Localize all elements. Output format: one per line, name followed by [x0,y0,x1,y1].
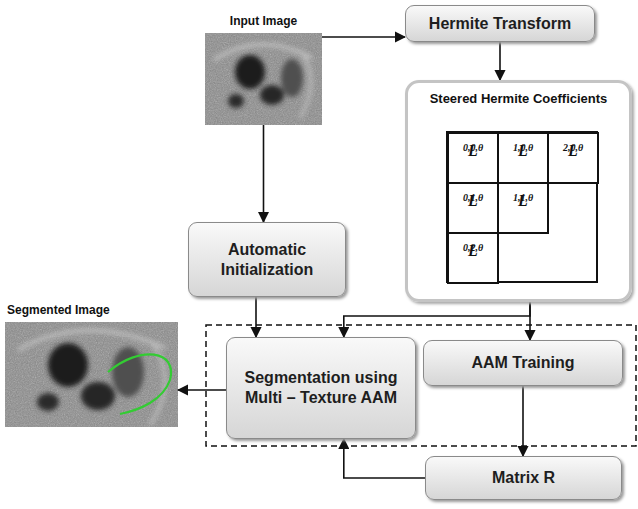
coefficient-subscript: 1,1,θ [499,192,547,203]
coefficient-subscript: 0,1,θ [449,192,497,203]
box-label: Automatic Initialization [195,240,339,280]
flow-arrow [178,389,226,391]
flow-arrow [499,42,501,80]
process-box: AAM Training [423,340,623,386]
coefficient-cell: L0,1,θ [447,182,499,234]
image-heading: Input Image [230,14,297,28]
process-box: Matrix R [425,456,622,500]
coefficient-cell: L1,1,θ [497,182,549,234]
process-box: Segmentation using Multi – Texture AAM [226,337,416,439]
box-label: Segmentation using Multi – Texture AAM [233,368,409,408]
coefficient-panel: Steered Hermite CoefficientsL0,0,θL1,0,θ… [405,80,632,302]
coefficient-subscript: 1,0,θ [499,142,547,153]
box-label: AAM Training [471,353,574,373]
flow-arrow [322,36,405,38]
dashed-region [206,325,636,446]
flow-arrow [344,439,425,478]
coefficient-cell: L0,2,θ [447,232,499,284]
coefficient-cell: L0,0,θ [447,132,499,184]
flow-arrow [344,302,530,337]
panel-title: Steered Hermite Coefficients [408,91,629,106]
segmented-ultrasound-image [5,322,178,427]
coefficient-subscript: 0,0,θ [449,142,497,153]
segmentation-contour [108,354,171,414]
box-label: Hermite Transform [429,14,571,34]
ultrasound-image [205,33,322,125]
coefficient-cell: L2,0,θ [547,132,599,184]
coefficient-cell: L1,0,θ [497,132,549,184]
process-box: Hermite Transform [405,5,595,42]
box-label: Matrix R [492,468,555,488]
input-image: Input Image [205,33,322,125]
process-box: Automatic Initialization [188,222,346,297]
flow-arrow [522,386,524,456]
flow-arrow [255,297,257,337]
flow-arrow [263,125,265,222]
coefficient-subscript: 2,0,θ [549,142,597,153]
image-heading: Segmented Image [7,303,110,317]
coefficient-subscript: 0,2,θ [449,242,497,253]
segmented-image: Segmented Image [5,322,178,427]
flow-arrow [529,302,531,340]
